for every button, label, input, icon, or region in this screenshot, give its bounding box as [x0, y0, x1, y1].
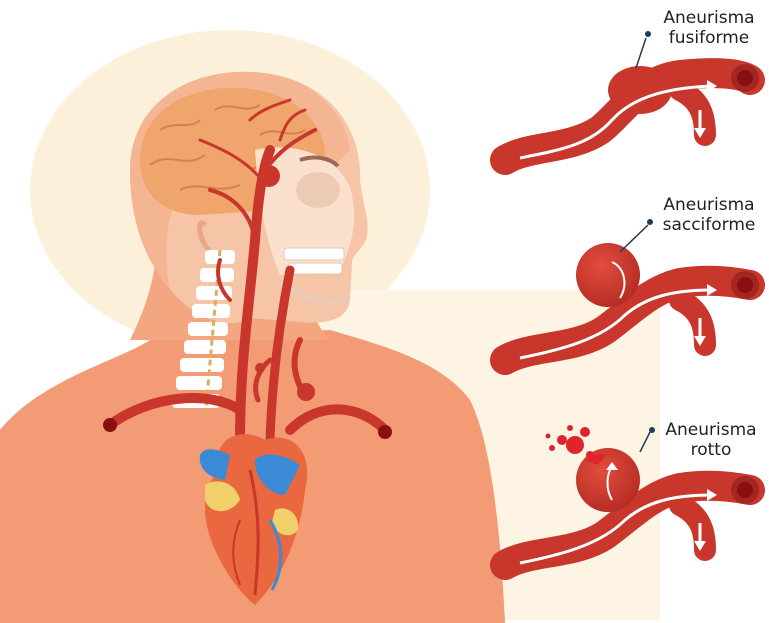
label-aneurisma-rotto: Aneurisma rotto — [656, 420, 766, 460]
brain-aneurysm — [258, 165, 280, 187]
label-aneurisma-fusiforme: Aneurisma fusiforme — [650, 8, 768, 48]
label-line: Aneurisma — [650, 8, 768, 28]
label-line: fusiforme — [650, 28, 768, 48]
label-line: sacciforme — [650, 215, 768, 235]
label-line: rotto — [656, 440, 766, 460]
fusiform-aneurysm-illustration — [505, 31, 759, 160]
label-line: Aneurisma — [650, 195, 768, 215]
label-aneurisma-sacciforme: Aneurisma sacciforme — [650, 195, 768, 235]
label-line: Aneurisma — [656, 420, 766, 440]
